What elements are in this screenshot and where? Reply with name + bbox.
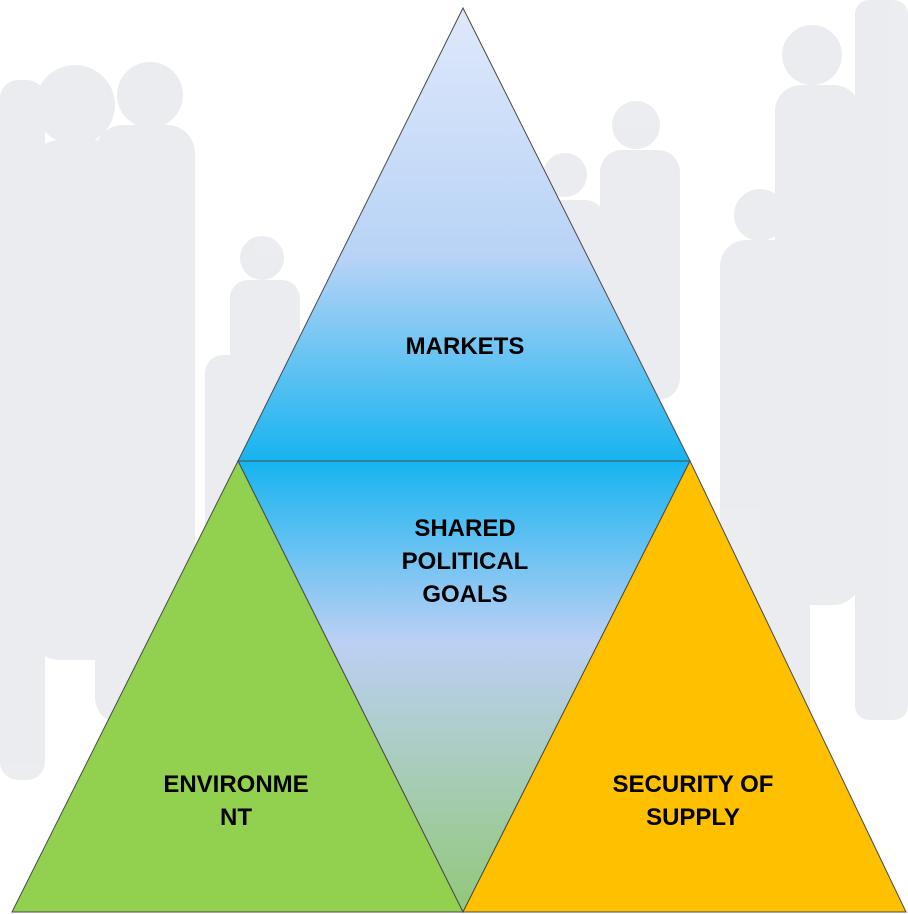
security-of-supply-segment: [462, 459, 907, 913]
shared-political-goals-line-1: SHARED: [414, 515, 516, 542]
security-of-supply-label: SECURITY OF SUPPLY: [578, 768, 808, 834]
security-of-supply-line-1: SECURITY OF: [612, 771, 774, 798]
security-of-supply-line-2: SUPPLY: [646, 804, 740, 831]
shared-political-goals-line-2: POLITICAL: [401, 548, 529, 575]
markets-label-line: MARKETS: [405, 333, 525, 360]
environment-label-line-2: NT: [220, 804, 252, 831]
markets-label: MARKETS: [350, 330, 580, 363]
markets-segment: [237, 6, 691, 462]
environment-label-line-1: ENVIRONME: [163, 771, 309, 798]
environment-label: ENVIRONME NT: [126, 768, 346, 834]
environment-segment: [11, 459, 464, 913]
shared-political-goals-line-3: GOALS: [422, 581, 508, 608]
shared-political-goals-label: SHARED POLITICAL GOALS: [350, 512, 580, 611]
